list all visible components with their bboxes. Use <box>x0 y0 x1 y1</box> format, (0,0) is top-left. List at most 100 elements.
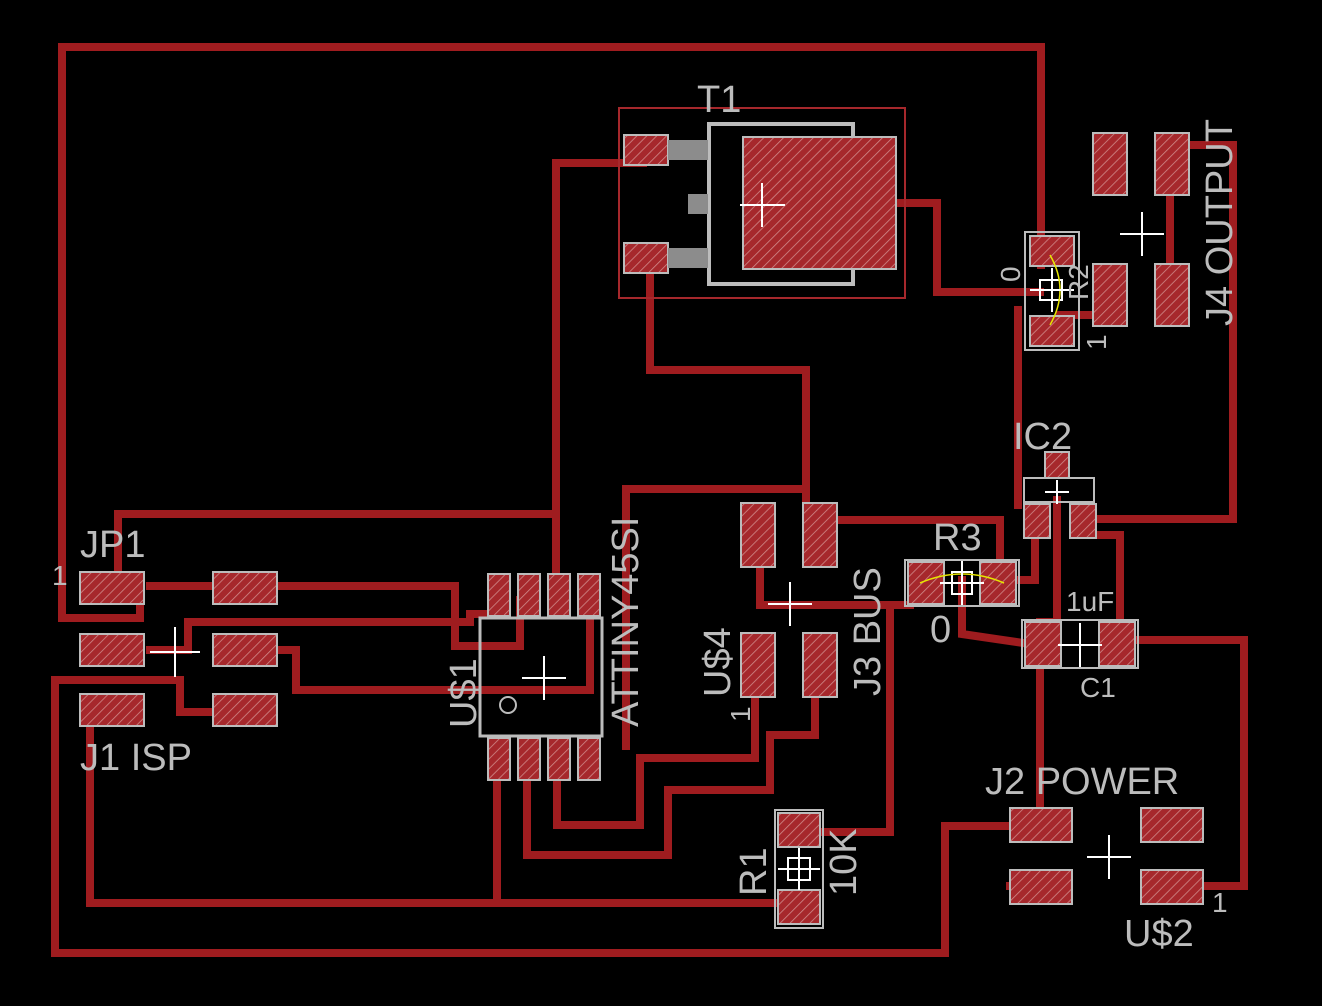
j1-pad-2 <box>79 633 145 667</box>
c1-outline <box>1021 619 1139 669</box>
ic2-pad-top <box>1044 451 1070 479</box>
trace <box>646 256 810 526</box>
j1-pad-5 <box>212 633 278 667</box>
c1-label: C1 <box>1080 672 1116 703</box>
j4-pad-4 <box>1154 263 1190 327</box>
r3-value: 0 <box>930 609 951 651</box>
u1-attiny[interactable]: U$1 ATTINY45SI <box>443 517 647 781</box>
u4-pad-2 <box>802 632 838 698</box>
t1-label: T1 <box>697 79 741 121</box>
r3-outline <box>904 559 1020 607</box>
jp1-pad <box>79 571 145 605</box>
j4-output[interactable]: J4 OUTPUT <box>1092 119 1241 327</box>
u1-part-label: ATTINY45SI <box>605 517 647 727</box>
t1-tab-pad <box>742 136 897 270</box>
r1-pad-1 <box>777 812 821 848</box>
trace <box>553 656 759 829</box>
c1-value: 1uF <box>1066 586 1114 617</box>
j3-pad-2 <box>802 502 838 568</box>
r3-label: R3 <box>933 517 982 559</box>
j4-pad-2 <box>1154 132 1190 196</box>
j3-pad-1 <box>740 502 776 568</box>
u2-label: U$2 <box>1124 913 1194 955</box>
j2-pad-1 <box>1009 807 1073 843</box>
r1-outline <box>774 809 824 929</box>
u1-pin <box>547 737 571 781</box>
u1-body <box>478 616 604 738</box>
r2-value: 0 <box>995 266 1026 282</box>
u1-pin <box>577 573 601 617</box>
ic2-pad-left <box>1023 503 1051 539</box>
j1-label: J1 ISP <box>80 737 192 779</box>
r2-pin-label: 1 <box>1081 334 1112 350</box>
c1-pad-1 <box>1024 621 1062 667</box>
r1-value: 10K <box>823 828 865 896</box>
r2-pad-1 <box>1029 235 1075 267</box>
u1-pin1-mark <box>499 696 517 714</box>
trace <box>241 582 524 650</box>
t1-lead-1 <box>668 140 708 160</box>
u1-pin <box>487 737 511 781</box>
trace <box>1083 141 1237 523</box>
t1-regulator[interactable]: T1 <box>618 79 906 299</box>
c1-capacitor[interactable]: 1uF C1 <box>1021 586 1139 703</box>
u4-connector[interactable]: U$4 1 <box>697 627 838 722</box>
j1-pad-4 <box>212 571 278 605</box>
trace <box>86 708 794 907</box>
u1-pin <box>487 573 511 617</box>
trace <box>552 159 647 594</box>
ic2-pad-right <box>1069 503 1097 539</box>
j2-pad-2 <box>1140 807 1204 843</box>
r3-pad-2 <box>979 561 1017 605</box>
ic2-label: IC2 <box>1013 416 1072 458</box>
j2-pad-3 <box>1009 869 1073 905</box>
t1-lead-mid <box>688 194 708 214</box>
j1-pad-3 <box>79 693 145 727</box>
u4-label: U$4 <box>697 627 739 697</box>
r2-resistor[interactable]: 0 R2 1 <box>995 231 1112 351</box>
j4-label: J4 OUTPUT <box>1199 119 1241 326</box>
r1-pad-2 <box>777 889 821 925</box>
j2-power[interactable]: J2 POWER U$2 1 <box>985 761 1228 955</box>
trace <box>146 610 501 654</box>
trace <box>58 43 1045 622</box>
j1-isp-header[interactable]: JP1 1 J1 ISP <box>52 524 278 779</box>
t1-lead-2 <box>668 248 708 268</box>
u4-pin-label: 1 <box>725 706 756 722</box>
u1-pin <box>517 737 541 781</box>
trace <box>796 608 894 836</box>
j4-pad-1 <box>1092 132 1128 196</box>
ic2-regulator[interactable]: IC2 <box>1013 416 1097 539</box>
jp1-label: JP1 <box>80 524 145 566</box>
r2-outline <box>1024 231 1080 351</box>
trace <box>816 516 1004 559</box>
j2-label: J2 POWER <box>985 761 1179 803</box>
trace <box>622 485 810 750</box>
j2-pad-4 <box>1140 869 1204 905</box>
r3-resistor[interactable]: R3 0 <box>904 517 1020 651</box>
t1-outline <box>618 107 906 299</box>
trace <box>896 199 1044 296</box>
trace <box>51 676 1044 957</box>
r1-resistor[interactable]: R1 10K <box>733 809 865 929</box>
u1-label: U$1 <box>443 658 485 728</box>
u1-pin <box>577 737 601 781</box>
c1-pad-2 <box>1098 621 1136 667</box>
t1-pad-1 <box>623 134 669 166</box>
trace <box>114 510 560 590</box>
u1-pin <box>547 573 571 617</box>
j3-label: J3 BUS <box>847 567 889 696</box>
j3-bus[interactable]: J3 BUS <box>740 502 889 696</box>
j1-pad-6 <box>212 693 278 727</box>
u4-pad-1 <box>740 632 776 698</box>
jp1-pin-label: 1 <box>52 560 68 591</box>
j4-pad-3 <box>1092 263 1128 327</box>
u2-pin-label: 1 <box>1212 887 1228 918</box>
r2-label: R2 <box>1063 264 1094 300</box>
r3-pad-1 <box>907 561 945 605</box>
trace <box>523 656 819 859</box>
r1-label: R1 <box>733 847 775 896</box>
u1-pin <box>517 573 541 617</box>
trace <box>241 596 594 694</box>
